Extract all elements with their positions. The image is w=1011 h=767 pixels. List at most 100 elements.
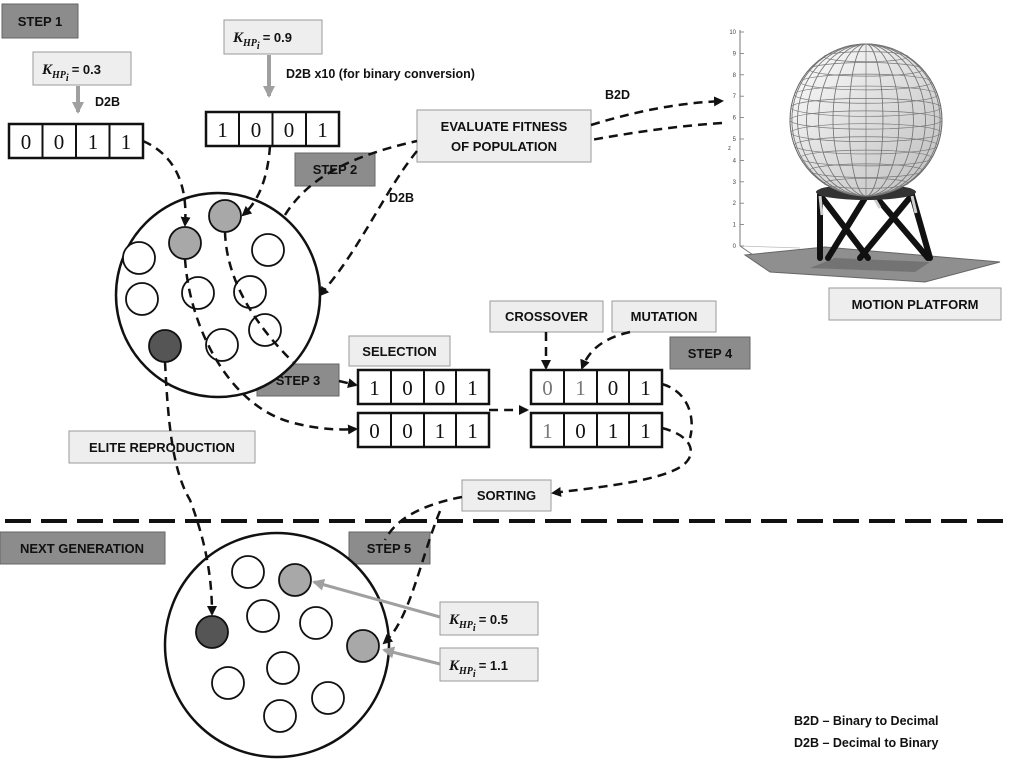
svg-text:0: 0	[402, 376, 413, 400]
svg-text:0: 0	[54, 130, 65, 154]
k-hp-box-1-1: KHPi= 1.1	[439, 647, 539, 682]
svg-text:STEP 1: STEP 1	[18, 14, 63, 29]
arrow-off-to-sorting	[551, 426, 693, 497]
crossover-box: CROSSOVER	[489, 300, 604, 333]
z-tick-label: 2	[733, 201, 737, 207]
svg-text:ELITE REPRODUCTION: ELITE REPRODUCTION	[89, 440, 235, 455]
d2b-x10-label: D2B x10 (for binary conversion)	[286, 67, 475, 81]
svg-text:1: 1	[121, 130, 132, 154]
arrow-evaluate-to-plot	[590, 96, 724, 127]
sphere-latitude	[823, 177, 909, 189]
svg-text:EVALUATE FITNESS: EVALUATE FITNESS	[441, 119, 568, 134]
svg-text:B2D – Binary to Decimal: B2D – Binary to Decimal	[794, 714, 939, 728]
arrow-sorting-to-step5	[383, 495, 463, 541]
individual-next-elite	[195, 615, 229, 649]
chromosome-1001-top: 1 0 0 1	[204, 110, 341, 148]
step-5-label: STEP 5	[348, 531, 431, 565]
sorting-box: SORTING	[461, 479, 552, 512]
svg-text:1: 1	[317, 118, 328, 142]
z-tick-label: 3	[733, 180, 737, 186]
svg-text:1: 1	[542, 419, 553, 443]
arrow-popB-to-sel2	[183, 258, 358, 435]
z-tick-label: 4	[733, 158, 737, 164]
next-generation-box: NEXT GENERATION	[0, 531, 166, 565]
step-1-label: STEP 1	[1, 3, 79, 39]
svg-text:0: 0	[21, 130, 32, 154]
svg-text:OF POPULATION: OF POPULATION	[451, 139, 557, 154]
individual-elite	[148, 329, 182, 363]
k-hp-box-0-3: KHPi= 0.3	[32, 51, 132, 86]
arrow-chromB-to-pop	[241, 145, 272, 217]
svg-text:0: 0	[251, 118, 262, 142]
selection-box: SELECTION	[348, 335, 451, 367]
sphere-latitude	[823, 51, 909, 63]
sphere-latitude	[793, 85, 939, 104]
mutation-box: MUTATION	[611, 300, 717, 333]
k11-pointer-arrow	[382, 646, 441, 666]
selection-chromosome-1: 1 0 0 1	[356, 368, 491, 406]
svg-text:0: 0	[575, 419, 586, 443]
svg-text:1: 1	[640, 376, 651, 400]
z-tick-label: 5	[733, 137, 737, 143]
chromosome-0011-top: 0 0 1 1	[7, 122, 145, 160]
svg-text:STEP 4: STEP 4	[688, 346, 733, 361]
svg-text:CROSSOVER: CROSSOVER	[505, 309, 589, 324]
arrow-chromA-to-pop	[142, 139, 191, 227]
svg-text:1: 1	[88, 130, 99, 154]
z-tick-label: 6	[733, 116, 737, 122]
elite-reproduction-box: ELITE REPRODUCTION	[68, 430, 256, 464]
svg-text:MOTION PLATFORM: MOTION PLATFORM	[852, 297, 979, 312]
arrow-evaluate-to-pop	[318, 150, 418, 297]
svg-text:0: 0	[608, 376, 619, 400]
population-current	[114, 191, 322, 399]
evaluate-fitness-box: EVALUATE FITNESS OF POPULATION	[416, 109, 592, 163]
k-hp-box-0-9: KHPi= 0.9	[223, 19, 323, 55]
individual-next-k11	[346, 629, 380, 663]
selection-chromosome-2: 0 0 1 1	[356, 411, 491, 449]
arrow-plot-back	[590, 121, 723, 142]
svg-text:SORTING: SORTING	[477, 488, 536, 503]
z-tick-label: 7	[733, 94, 737, 100]
svg-text:0: 0	[369, 419, 380, 443]
motion-platform-box: MOTION PLATFORM	[828, 287, 1002, 321]
arrow-elite-to-next	[163, 361, 217, 616]
step-4-label: STEP 4	[669, 336, 751, 370]
svg-text:D2B – Decimal to Binary: D2B – Decimal to Binary	[794, 736, 939, 750]
arrow-off1-right	[661, 382, 693, 439]
svg-text:1: 1	[467, 376, 478, 400]
sphere-grid-lines	[789, 43, 943, 197]
svg-text:KHPi= 0.5: KHPi= 0.5	[448, 612, 508, 634]
individual-next-k05	[278, 563, 312, 597]
d2b-label-left: D2B	[95, 95, 120, 109]
sphere-latitude	[799, 149, 933, 167]
individual-selected-a	[208, 199, 242, 233]
svg-text:SELECTION: SELECTION	[362, 344, 436, 359]
svg-text:1: 1	[575, 376, 586, 400]
svg-text:0: 0	[284, 118, 295, 142]
svg-text:0: 0	[542, 376, 553, 400]
svg-text:0: 0	[435, 376, 446, 400]
arrow-step3-to-sel1	[338, 378, 358, 389]
k-hp-box-0-5: KHPi= 0.5	[439, 601, 539, 636]
z-tick-label: 0	[733, 244, 737, 250]
plot-z-label: z	[728, 146, 731, 152]
sphere-latitude	[790, 123, 942, 143]
svg-text:MUTATION: MUTATION	[631, 309, 698, 324]
svg-text:1: 1	[435, 419, 446, 443]
svg-text:STEP 3: STEP 3	[276, 373, 321, 388]
svg-text:1: 1	[640, 419, 651, 443]
offspring-chromosome-1: 0 1 0 1	[529, 368, 664, 406]
sphere-latitude	[789, 110, 943, 130]
z-tick-label: 9	[733, 51, 737, 57]
arrow-popA-to-step3	[223, 231, 294, 363]
individual-selected-b	[168, 226, 202, 260]
svg-text:1: 1	[608, 419, 619, 443]
svg-text:NEXT GENERATION: NEXT GENERATION	[20, 541, 144, 556]
offspring-chromosome-2: 1 0 1 1	[529, 411, 664, 449]
abbreviation-legend: B2D – Binary to Decimal D2B – Decimal to…	[794, 714, 939, 750]
d2b-label-mid: D2B	[389, 191, 414, 205]
sphere-latitude	[790, 97, 942, 117]
